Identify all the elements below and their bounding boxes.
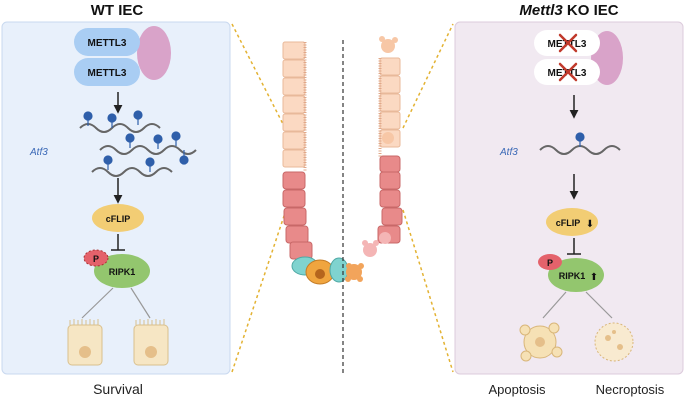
left-phospho (83, 249, 109, 267)
right-zoom-line-bottom (402, 209, 454, 373)
right-cflip-label: cFLIP (556, 218, 581, 228)
m6a-mark-icon (103, 155, 113, 165)
left-ripk1 (94, 254, 150, 288)
mrna-strand (79, 123, 161, 133)
mrna-strand (91, 167, 173, 177)
right-panel-background (454, 21, 684, 375)
right-phospho (538, 254, 562, 270)
down-arrow-icon: ⬇ (586, 219, 594, 230)
left-panel: WT IEC METTL3 METTL3 Atf3 (1, 2, 231, 397)
left-mettl3-label-top: METTL3 (88, 38, 127, 49)
left-cflip-label: cFLIP (106, 214, 131, 224)
right-zoom-line-top (402, 23, 454, 129)
right-outcome-necroptosis: Necroptosis (596, 382, 665, 397)
m6a-mark-icon (83, 111, 93, 121)
apoptotic-cell-icon (519, 322, 563, 362)
left-mettl3-bottom (74, 58, 140, 86)
right-phospho-label: P (547, 258, 553, 268)
left-mrna-group (79, 123, 197, 177)
m6a-mark-icon (575, 132, 585, 142)
left-mettl3-label-bottom: METTL3 (88, 68, 127, 79)
right-ripk1-label: RIPK1 (559, 271, 586, 281)
left-gene-label: Atf3 (29, 147, 48, 158)
right-mettl3-complex: METTL3 METTL3 (534, 30, 623, 85)
left-panel-title: WT IEC (91, 2, 144, 19)
left-mettl3-top (74, 28, 140, 56)
m6a-mark-icon (125, 133, 135, 143)
m6a-mark-icon (133, 110, 143, 120)
crypt-illustration (282, 36, 403, 285)
left-ripk1-label: RIPK1 (109, 267, 136, 277)
up-arrow-icon: ⬆ (590, 272, 598, 283)
m6a-mark-icon (171, 131, 181, 141)
right-title-rest: KO IEC (563, 2, 619, 19)
left-branch-line (130, 287, 151, 319)
left-zoom-line-bottom (231, 209, 287, 373)
left-zoom-line-top (231, 23, 286, 129)
left-mettl3-complex: METTL3 METTL3 (74, 26, 171, 86)
m6a-mark-icon (179, 155, 189, 165)
right-ripk1 (548, 258, 604, 292)
right-branch-line (585, 291, 613, 319)
left-partner-protein (137, 26, 171, 80)
mrna-strand (99, 145, 197, 155)
knockout-cross-icon (558, 33, 578, 82)
right-title-gene: Mettl3 (519, 2, 563, 19)
m6a-mark-icon (153, 134, 163, 144)
m6a-mark-icon (145, 157, 155, 167)
left-healthy-cell-1 (67, 319, 103, 366)
left-phospho-label: P (93, 254, 99, 264)
left-outcome-label: Survival (93, 381, 143, 397)
m6a-mark-icon (107, 113, 117, 123)
left-m6a-marks (83, 110, 189, 172)
left-healthy-cell-2 (133, 319, 169, 366)
right-branch-line (542, 291, 567, 319)
right-panel-title: Mettl3 KO IEC (519, 2, 618, 19)
left-cflip (92, 204, 144, 232)
left-branch-line (81, 287, 114, 319)
right-panel: Mettl3 KO IEC METTL3 METTL3 Atf3 cFLIP ⬇ (454, 2, 684, 397)
right-outcome-apoptosis: Apoptosis (488, 382, 546, 397)
right-gene-label: Atf3 (499, 147, 518, 158)
right-cflip (546, 208, 598, 236)
necroptotic-cell-icon (594, 322, 634, 362)
